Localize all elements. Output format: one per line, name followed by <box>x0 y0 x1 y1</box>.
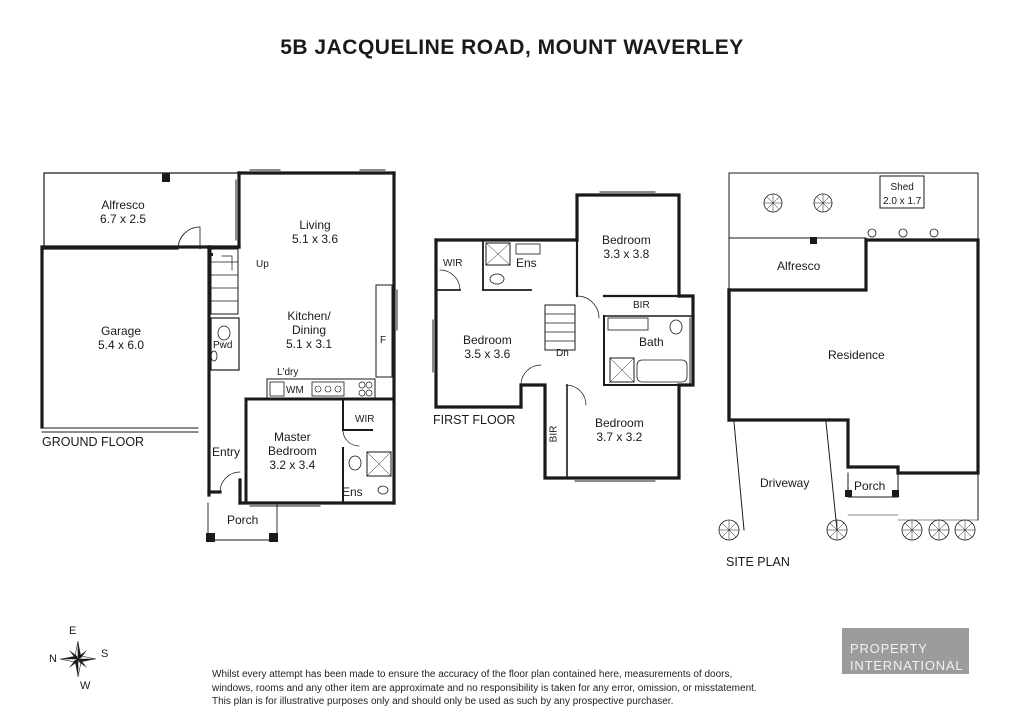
room-bedroom-3: Bedroom 3.7 x 3.2 <box>595 416 644 444</box>
site-porch: Porch <box>854 479 886 493</box>
room-kitchen-dining: Kitchen/ Dining 5.1 x 3.1 <box>286 309 333 351</box>
room-laundry: L'dry <box>277 367 299 378</box>
room-garage: Garage 5.4 x 6.0 <box>98 324 145 352</box>
room-bedroom-2: Bedroom 3.3 x 3.8 <box>602 233 651 261</box>
site-driveway: Driveway <box>760 476 810 490</box>
room-bir-1: BIR <box>633 300 650 311</box>
plan-title: 5B JACQUELINE ROAD, MOUNT WAVERLEY <box>280 36 744 59</box>
room-wir: WIR <box>443 258 463 269</box>
compass-e: E <box>69 625 77 637</box>
room-pwd: Pwd <box>213 340 233 351</box>
label-up: Up <box>256 259 269 270</box>
room-bir-2: BIR <box>548 425 560 443</box>
compass-rose: N E S W <box>49 625 110 695</box>
room-master-bedroom: Master Bedroom 3.2 x 3.4 <box>268 430 317 472</box>
section-site-plan: SITE PLAN <box>726 555 790 569</box>
brand-logo: PROPERTY INTERNATIONAL <box>842 628 969 674</box>
ground-floor-walls <box>40 169 398 541</box>
section-ground-floor: GROUND FLOOR <box>42 435 145 449</box>
room-bath: Bath <box>639 335 664 349</box>
compass-star-icon <box>59 640 97 678</box>
room-ens: Ens <box>516 256 537 270</box>
room-porch: Porch <box>227 513 259 527</box>
room-master-ens: Ens <box>342 485 363 499</box>
label-wm: WM <box>286 385 304 396</box>
room-bedroom-1: Bedroom 3.5 x 3.6 <box>463 333 512 361</box>
room-entry: Entry <box>212 445 241 459</box>
compass-w: W <box>80 680 91 692</box>
label-dn: Dn <box>556 348 569 359</box>
disclaimer-line-1: Whilst every attempt has been made to en… <box>212 669 733 680</box>
compass-s: S <box>101 648 109 660</box>
site-plan-lines <box>718 172 980 541</box>
site-residence: Residence <box>828 348 885 362</box>
brand-line-2: INTERNATIONAL <box>850 658 964 673</box>
disclaimer: Whilst every attempt has been made to en… <box>212 668 812 709</box>
room-master-wir: WIR <box>355 414 375 425</box>
label-fridge: F <box>380 335 387 346</box>
room-alfresco: Alfresco 6.7 x 2.5 <box>100 198 147 226</box>
site-shed: Shed 2.0 x 1.7 <box>883 182 922 207</box>
disclaimer-line-2: windows, rooms and any other item are ap… <box>212 682 757 694</box>
brand-line-1: PROPERTY <box>850 641 928 656</box>
disclaimer-line-3: This plan is for illustrative purposes o… <box>212 696 674 707</box>
site-alfresco: Alfresco <box>777 259 821 273</box>
section-first-floor: FIRST FLOOR <box>433 413 516 427</box>
compass-n: N <box>49 653 57 665</box>
room-living: Living 5.1 x 3.6 <box>292 218 339 246</box>
first-floor-walls <box>432 191 695 482</box>
